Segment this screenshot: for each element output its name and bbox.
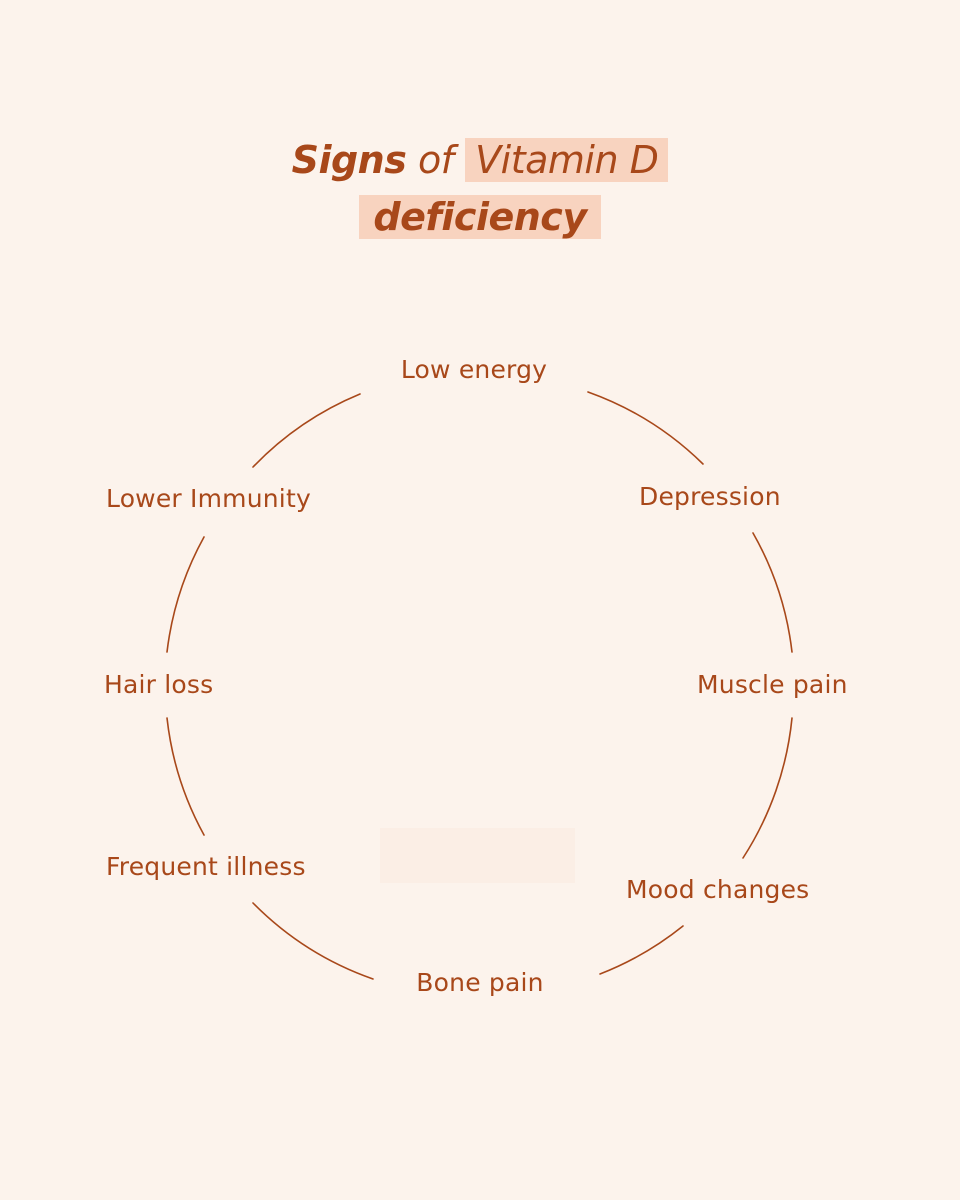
ring-arc-top-left [252, 393, 361, 468]
title-highlight-deficiency: deficiency [359, 195, 601, 239]
sign-mood-changes: Mood changes [626, 875, 810, 904]
title-line-2: deficiency [0, 194, 960, 240]
title-line-1: Signs of Vitamin D [0, 137, 960, 183]
ring-arc-right-lower [742, 717, 793, 859]
sign-low-energy: Low energy [400, 355, 548, 384]
ring-arc-bottom-right [599, 925, 684, 975]
sign-bone-pain: Bone pain [416, 968, 544, 997]
sign-hair-loss: Hair loss [104, 670, 214, 699]
sign-frequent-illness: Frequent illness [106, 852, 306, 881]
title-highlight-vitamin-d: Vitamin D [465, 138, 669, 182]
ring-arc-bottom-left [252, 902, 374, 980]
center-placeholder-box [380, 828, 575, 883]
title-word-of: of [417, 138, 454, 182]
title-word-signs: Signs [291, 138, 407, 182]
ring-arc-top-right [587, 391, 704, 465]
ring-arc-left-lower [166, 717, 205, 836]
sign-muscle-pain: Muscle pain [697, 670, 848, 699]
ring-arc-left-upper [166, 536, 205, 653]
sign-lower-immunity: Lower Immunity [106, 484, 311, 513]
sign-depression: Depression [639, 482, 781, 511]
ring-arc-right-upper [752, 532, 793, 653]
